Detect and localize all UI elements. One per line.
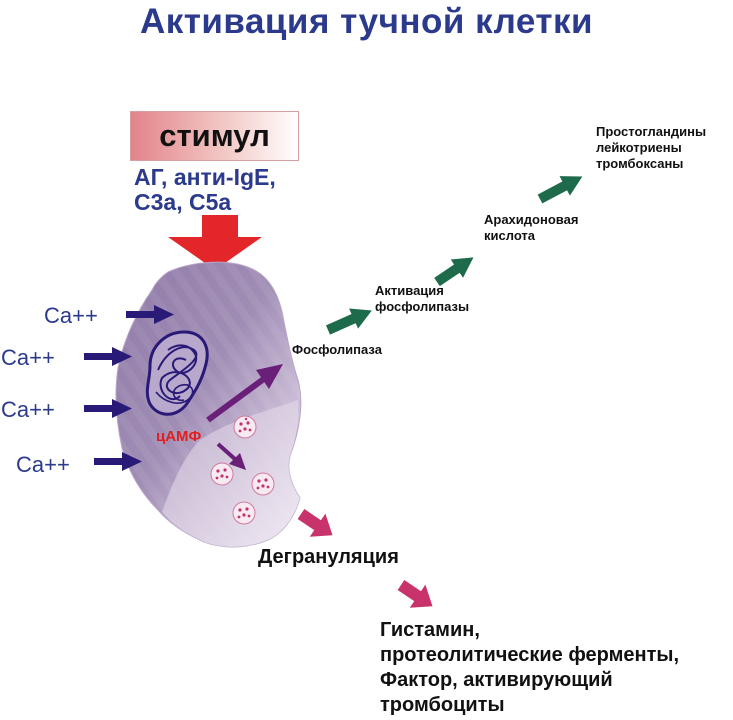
pink-arrow	[297, 509, 333, 537]
green-arrow	[434, 257, 474, 287]
calcium-arrow	[126, 305, 174, 324]
granule	[232, 501, 256, 525]
degranulation-arrows	[297, 509, 433, 608]
calcium-label: Ca++	[44, 303, 98, 328]
products-line-2: лейкотриены	[596, 140, 682, 155]
released-mediators: Гистамин, протеолитические ферменты, Фак…	[380, 618, 679, 718]
diagram-title: Активация тучной клетки	[139, 2, 594, 41]
calcium-arrow	[84, 347, 132, 366]
arachidonic-line-1: Арахидоновая	[484, 212, 579, 227]
granule	[251, 472, 275, 496]
calcium-label: Ca++	[1, 345, 55, 370]
nucleus	[145, 330, 209, 416]
eicosanoid-products-label: Простогландины лейкотриены тромбоксаны	[596, 124, 706, 172]
stimulus-box: стимул	[130, 111, 299, 161]
camp-label: цАМФ	[156, 428, 202, 445]
arachidonic-acid-label: Арахидоновая кислота	[484, 212, 578, 244]
camp-arrows	[206, 364, 283, 470]
degranulation-label: Дегрануляция	[258, 546, 399, 568]
granule	[233, 415, 257, 439]
mediators-line-2: протеолитические ферменты,	[380, 644, 680, 666]
mast-cell	[115, 261, 302, 548]
green-arrow	[325, 308, 372, 335]
phospholipase-label: Фосфолипаза	[292, 342, 382, 357]
pink-arrow	[397, 580, 433, 608]
products-line-3: тромбоксаны	[596, 156, 684, 171]
green-arrow	[537, 176, 583, 204]
phospholipase-activation-label: Активация фосфолипазы	[375, 283, 469, 315]
activation-line-1: Активация	[375, 283, 444, 298]
granule	[210, 462, 234, 486]
stimulus-line-2: С3а, С5а	[134, 189, 232, 215]
products-line-1: Простогландины	[596, 124, 707, 139]
stimulus-arrow	[168, 215, 262, 270]
calcium-label: Ca++	[1, 397, 55, 422]
calcium-label: Ca++	[16, 452, 70, 477]
calcium-arrow	[84, 399, 132, 418]
stimulus-line-1: АГ, анти-IgE,	[134, 164, 276, 190]
calcium-arrow	[94, 452, 142, 471]
mediators-line-3: Фактор, активирующий	[380, 669, 613, 691]
activation-line-2: фосфолипазы	[375, 299, 470, 314]
granules	[210, 415, 275, 525]
stimulus-description: АГ, анти-IgE, С3а, С5а	[134, 165, 276, 215]
phospholipase-arrows	[325, 176, 583, 335]
mediators-line-4: тромбоциты	[380, 694, 505, 716]
calcium-arrows	[84, 305, 174, 471]
arachidonic-line-2: кислота	[484, 228, 536, 243]
mediators-line-1: Гистамин,	[380, 619, 480, 641]
